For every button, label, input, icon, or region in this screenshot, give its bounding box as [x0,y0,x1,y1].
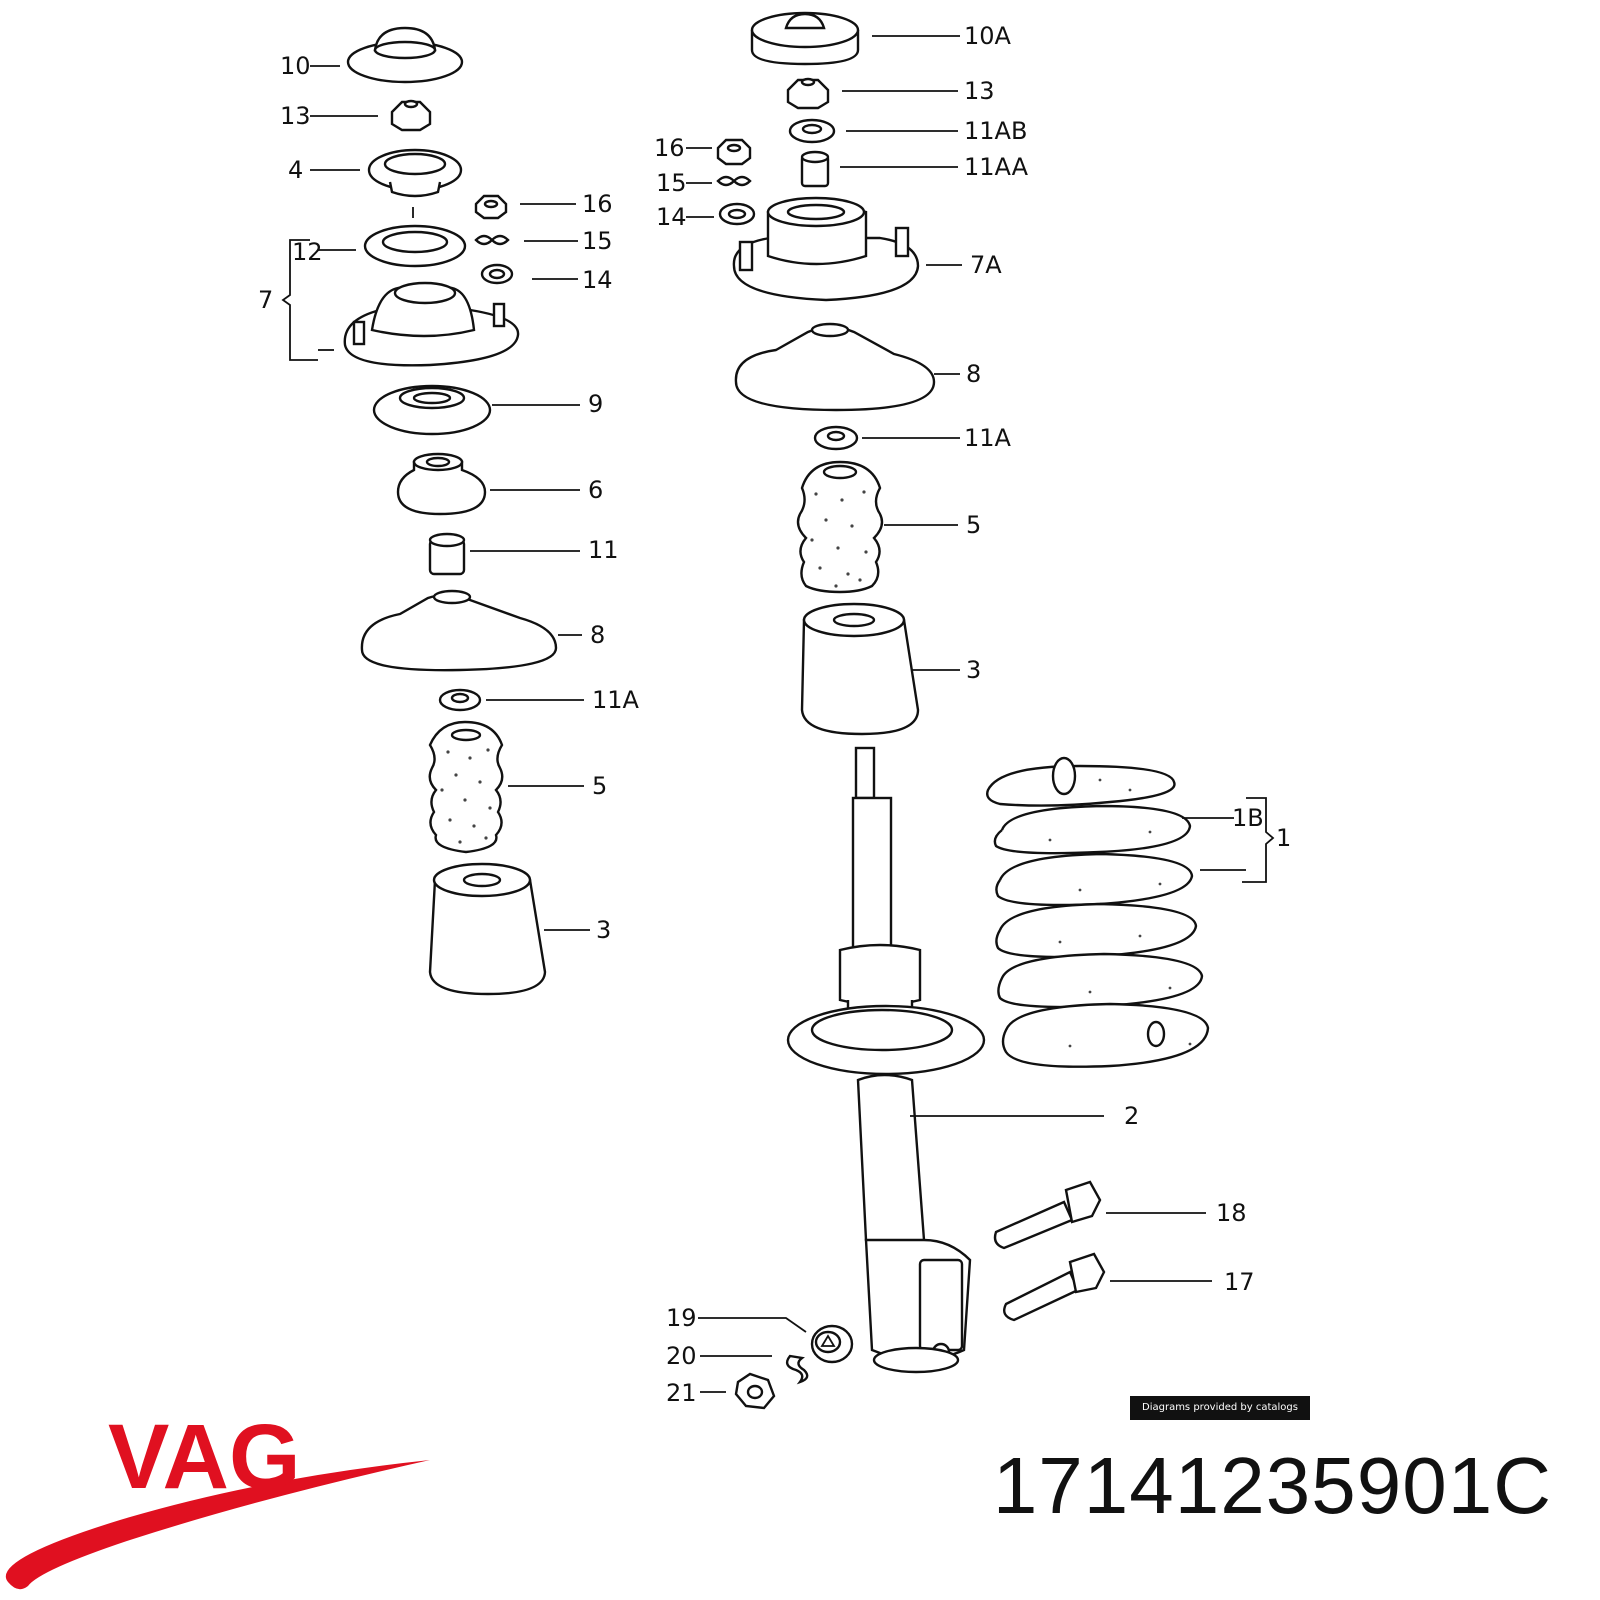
part-6-spacer [396,452,487,516]
label-14-left: 14 [582,266,613,294]
part-3-cover-right [800,602,920,736]
vag-logo: VAG [5,1410,430,1590]
part-11a-washer-right [813,425,859,451]
label-11ab: 11AB [964,117,1027,145]
label-1b: 1B [1232,804,1264,832]
label-9: 9 [588,390,603,418]
label-7: 7 [258,286,273,314]
label-11-left: 11 [588,536,619,564]
label-10: 10 [280,52,311,80]
label-1: 1 [1276,824,1291,852]
label-16-left: 16 [582,190,613,218]
part-5-bumpstop-left [428,720,504,854]
part-4-washer [367,148,463,198]
part-2-strut [786,746,986,1374]
part-14-washer-left [480,263,514,285]
part-10a-cap [750,11,860,66]
label-20: 20 [666,1342,697,1370]
diagram-credit-badge: Diagrams provided by catalogs parts [1130,1396,1310,1437]
part-11-sleeve [428,532,466,576]
label-8-left: 8 [590,621,605,649]
part-13-nut [390,99,432,132]
part-12-bearing [363,224,467,268]
label-17: 17 [1224,1268,1255,1296]
label-5-right: 5 [966,511,981,539]
part-8-seat-right [734,322,936,412]
label-5-left: 5 [592,772,607,800]
label-15-left: 15 [582,227,613,255]
part-16-nut-right [716,138,752,166]
brand-name: VAG [108,1410,301,1508]
part-11aa-sleeve [800,150,830,188]
part-14-washer-right [718,202,756,226]
label-8-right: 8 [966,360,981,388]
label-4: 4 [288,156,303,184]
part-8-seat-left [360,589,558,672]
part-5-bumpstop-right [796,460,884,594]
part-number: 17141235901C [992,1441,1552,1530]
part-3-cover-left [428,862,547,996]
label-12: 12 [292,238,323,266]
part-1-coil-spring [986,756,1210,1068]
part-19-bushing [810,1324,854,1364]
part-10-cap [346,26,464,84]
label-3-right: 3 [966,656,981,684]
label-13-left: 13 [280,102,311,130]
part-9-ring [372,384,492,436]
label-6: 6 [588,476,603,504]
part-18-bolt [993,1180,1102,1250]
part-15-clip-left [474,234,510,246]
label-21: 21 [666,1379,697,1407]
part-16-nut-left [474,194,508,220]
label-15-right: 15 [656,169,687,197]
part-13-nut-right [786,77,830,110]
label-14-right: 14 [656,203,687,231]
part-17-bolt [1003,1252,1106,1322]
label-2: 2 [1124,1102,1139,1130]
label-11aa: 11AA [964,153,1029,181]
part-7-mount [343,281,520,367]
part-15-clip-right [716,175,752,187]
part-21-nut [734,1372,776,1410]
part-11a-washer-left [438,688,482,712]
label-11a-left: 11A [592,686,640,714]
label-19: 19 [666,1304,697,1332]
label-16-right: 16 [654,134,685,162]
label-10a: 10A [964,22,1012,50]
label-11a-right: 11A [964,424,1012,452]
part-7a-mount [732,196,920,302]
label-3-left: 3 [596,916,611,944]
label-13-right: 13 [964,77,995,105]
part-20-clip [785,1354,809,1385]
part-11ab-washer [788,118,836,144]
label-18: 18 [1216,1199,1247,1227]
label-7a: 7A [970,251,1002,279]
